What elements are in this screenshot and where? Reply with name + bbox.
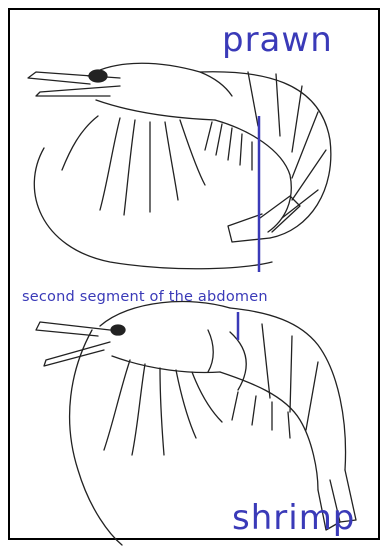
prawn-drawing [28, 63, 331, 268]
shrimp-eye [111, 325, 125, 335]
prawn-label: prawn [222, 20, 333, 60]
prawn-eye [89, 70, 107, 82]
second-segment-label: second segment of the abdomen [22, 289, 268, 305]
shrimp-label: shrimp [232, 498, 355, 538]
